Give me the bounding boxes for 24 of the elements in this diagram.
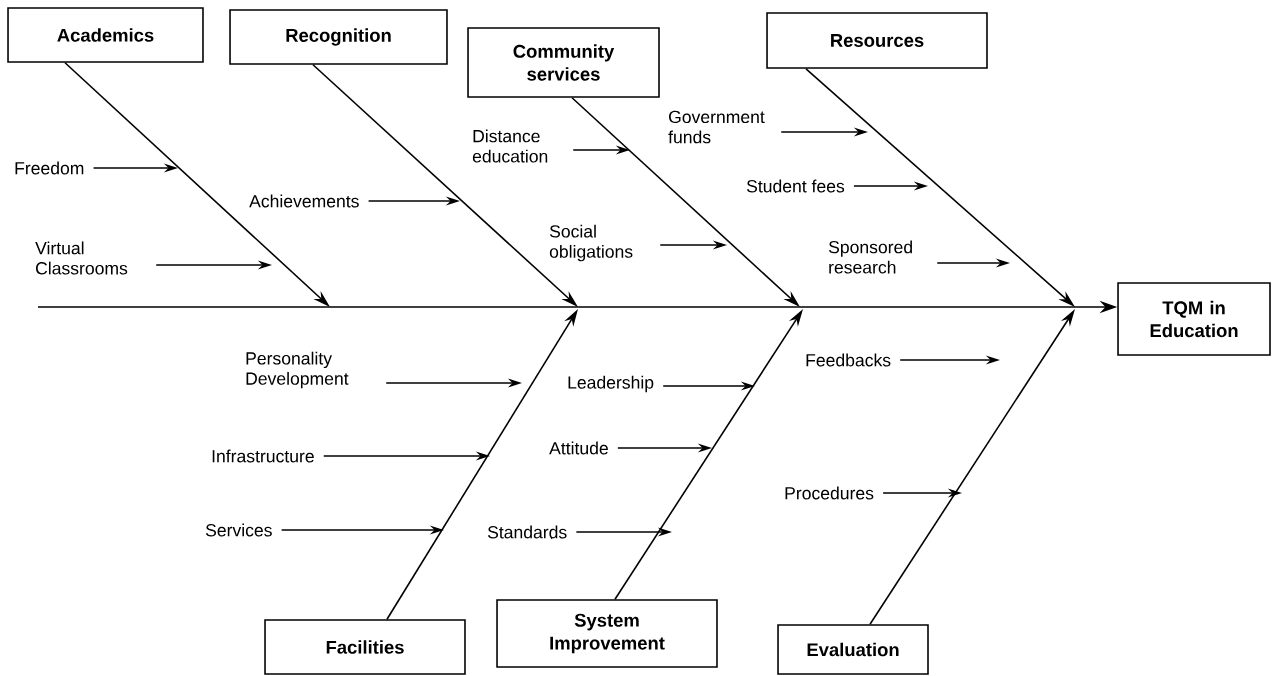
category-box: Facilities	[264, 619, 466, 675]
cause-label: Student fees	[746, 179, 845, 193]
cause-label: Feedbacks	[806, 353, 891, 367]
cause-label: Infrastructure	[212, 449, 314, 463]
cause-label: Freedom	[15, 161, 84, 175]
cause-label: Social obligations	[549, 224, 633, 262]
cause-label: Personality Development	[246, 351, 349, 389]
cause-label: Distance education	[472, 129, 548, 163]
category-box: Community services	[467, 27, 660, 98]
cause-label: Procedures	[785, 486, 874, 500]
cause-label: Attitude	[549, 441, 608, 455]
category-box: Evaluation	[777, 624, 929, 675]
cause-label: Sponsored research	[828, 240, 912, 274]
category-box: Recognition	[229, 9, 448, 65]
category-box: System Improvement	[496, 599, 718, 668]
category-box: Academics	[7, 7, 204, 63]
cause-label: Leadership	[568, 375, 654, 393]
cause-label: Standards	[487, 525, 567, 539]
cause-label: Services	[205, 523, 272, 537]
cause-label: Achievements	[249, 194, 359, 208]
cause-label: Virtual Classrooms	[35, 241, 128, 275]
cause-label: Government funds	[668, 110, 765, 144]
category-box: Resources	[766, 12, 988, 69]
effect-box: TQM in Education	[1117, 282, 1271, 356]
